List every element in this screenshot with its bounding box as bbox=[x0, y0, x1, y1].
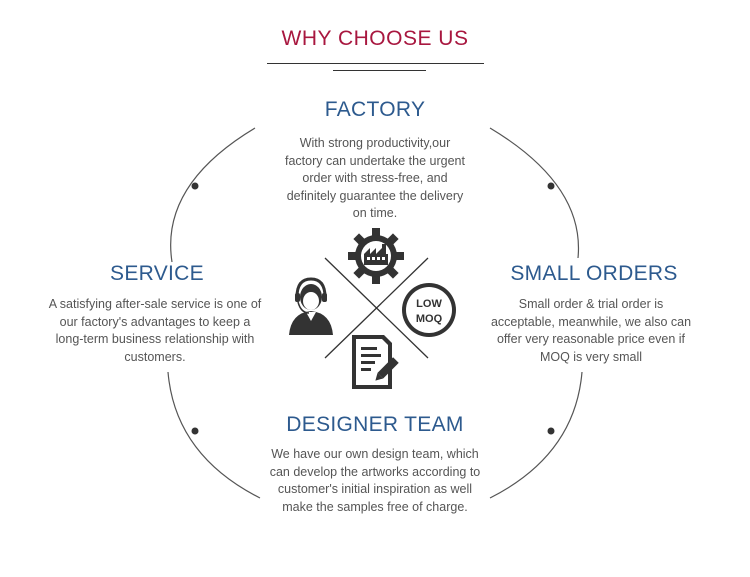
customer-service-headset-icon bbox=[289, 277, 333, 335]
arc-dot bbox=[191, 182, 199, 190]
factory-description: With strong productivity,our factory can… bbox=[285, 136, 465, 220]
arc-top-right bbox=[489, 127, 580, 259]
title-divider-long bbox=[267, 63, 484, 64]
arc-dot bbox=[547, 182, 555, 190]
low-moq-badge-icon: LOW MOQ bbox=[402, 283, 456, 337]
designer-team-heading: DESIGNER TEAM bbox=[286, 413, 464, 436]
center-cross-line bbox=[324, 257, 429, 359]
document-pencil-icon bbox=[352, 335, 399, 389]
arc-top-left bbox=[170, 127, 256, 263]
factory-heading: FACTORY bbox=[324, 98, 426, 121]
title-divider-short bbox=[333, 70, 426, 71]
arc-dot bbox=[191, 427, 199, 435]
page-title: WHY CHOOSE US bbox=[281, 27, 469, 50]
service-heading: SERVICE bbox=[110, 262, 204, 285]
small-orders-heading: SMALL ORDERS bbox=[510, 262, 678, 285]
designer-team-description: We have our own design team, which can d… bbox=[269, 447, 481, 514]
moq-badge-line1: LOW bbox=[416, 298, 442, 310]
arc-bottom-right bbox=[489, 371, 583, 499]
arc-dot bbox=[547, 427, 555, 435]
arc-bottom-left bbox=[167, 371, 261, 499]
service-description: A satisfying after-sale service is one o… bbox=[48, 297, 262, 364]
small-orders-description: Small order & trial order is acceptable,… bbox=[490, 297, 692, 364]
gear-factory-icon bbox=[348, 228, 404, 284]
moq-badge-line2: MOQ bbox=[416, 313, 443, 325]
